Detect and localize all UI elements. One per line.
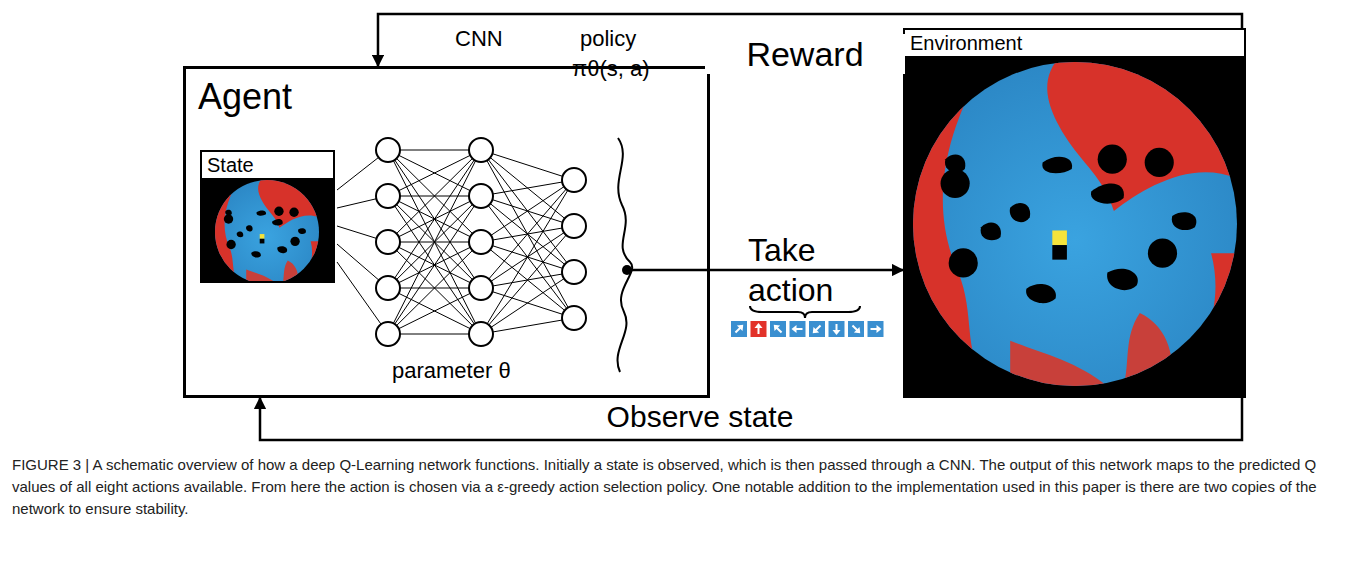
network-link [388, 150, 481, 151]
action-icon [790, 321, 806, 337]
action-icon [848, 321, 864, 337]
icon-arrow [792, 325, 803, 333]
network-link [388, 150, 481, 288]
icon-square [848, 321, 864, 337]
network-link [481, 180, 574, 242]
cnn-network [337, 138, 586, 346]
parameter-label: parameter θ [392, 358, 511, 384]
icon-arrow [755, 323, 763, 334]
network-link [481, 226, 574, 334]
network-link [388, 150, 481, 334]
neuron [376, 230, 400, 254]
icon-square [751, 321, 767, 337]
neuron [469, 184, 493, 208]
icon-square [809, 321, 825, 337]
state-box: State [200, 150, 335, 283]
neuron [562, 214, 586, 238]
network-label: CNN [455, 26, 503, 52]
network-link [481, 150, 574, 318]
network-link [481, 180, 574, 196]
network-link [388, 288, 481, 334]
icon-arrow [871, 325, 882, 333]
panel-header: Environment [905, 30, 1244, 56]
agent-box: StateAgent [183, 66, 710, 398]
icon-arrow [810, 323, 823, 336]
neuron [562, 260, 586, 284]
environment-box: Environment [903, 28, 1246, 398]
policy-formula: πθ(s, a) [572, 56, 650, 82]
neuron [376, 184, 400, 208]
neuron [562, 306, 586, 330]
flow-arrow [710, 269, 903, 272]
policy-curve [618, 138, 633, 372]
icon-arrow [850, 323, 863, 336]
network-link [481, 318, 574, 334]
network-link [388, 196, 481, 334]
neuron [469, 138, 493, 162]
environment-picture [905, 56, 1244, 396]
action-icons [731, 321, 884, 337]
neuron [469, 230, 493, 254]
network-link [388, 150, 481, 288]
action-icon [809, 321, 825, 337]
panel-header: State [202, 152, 333, 178]
policy-label: policy [580, 26, 636, 52]
icon-square [731, 321, 747, 337]
neuron [469, 322, 493, 346]
network-link [481, 180, 574, 334]
figure-caption: FIGURE 3 | A schematic overview of how a… [12, 454, 1342, 519]
network-link [388, 150, 481, 196]
network-link [481, 180, 574, 288]
action-icon [868, 321, 884, 337]
network-link [388, 150, 481, 242]
neuron [562, 168, 586, 192]
network-link [388, 242, 481, 334]
icon-square [829, 321, 845, 337]
icon-arrow [771, 322, 784, 335]
neuron [376, 138, 400, 162]
network-link [388, 196, 481, 334]
action-line [627, 269, 710, 272]
action-icon [751, 321, 767, 337]
neuron [469, 276, 493, 300]
edge-label: Reward [705, 34, 905, 74]
network-link [388, 150, 481, 334]
icon-arrow [733, 322, 746, 335]
environment-picture [202, 178, 333, 281]
network-link [388, 150, 481, 196]
action-icon [731, 321, 747, 337]
edge-label: Observe state [550, 400, 850, 434]
network-link [388, 334, 481, 335]
icon-square [770, 321, 786, 337]
network-link [388, 242, 481, 334]
neuron [376, 322, 400, 346]
flow-arrow [260, 398, 1242, 440]
action-icon [770, 321, 786, 337]
neuron [376, 276, 400, 300]
network-link [388, 288, 481, 334]
icon-arrow [833, 324, 841, 335]
edge-label: Take action [748, 230, 860, 310]
network-link [481, 272, 574, 334]
icon-square [790, 321, 806, 337]
icon-square [868, 321, 884, 337]
network-link [388, 150, 481, 242]
action-icon [829, 321, 845, 337]
